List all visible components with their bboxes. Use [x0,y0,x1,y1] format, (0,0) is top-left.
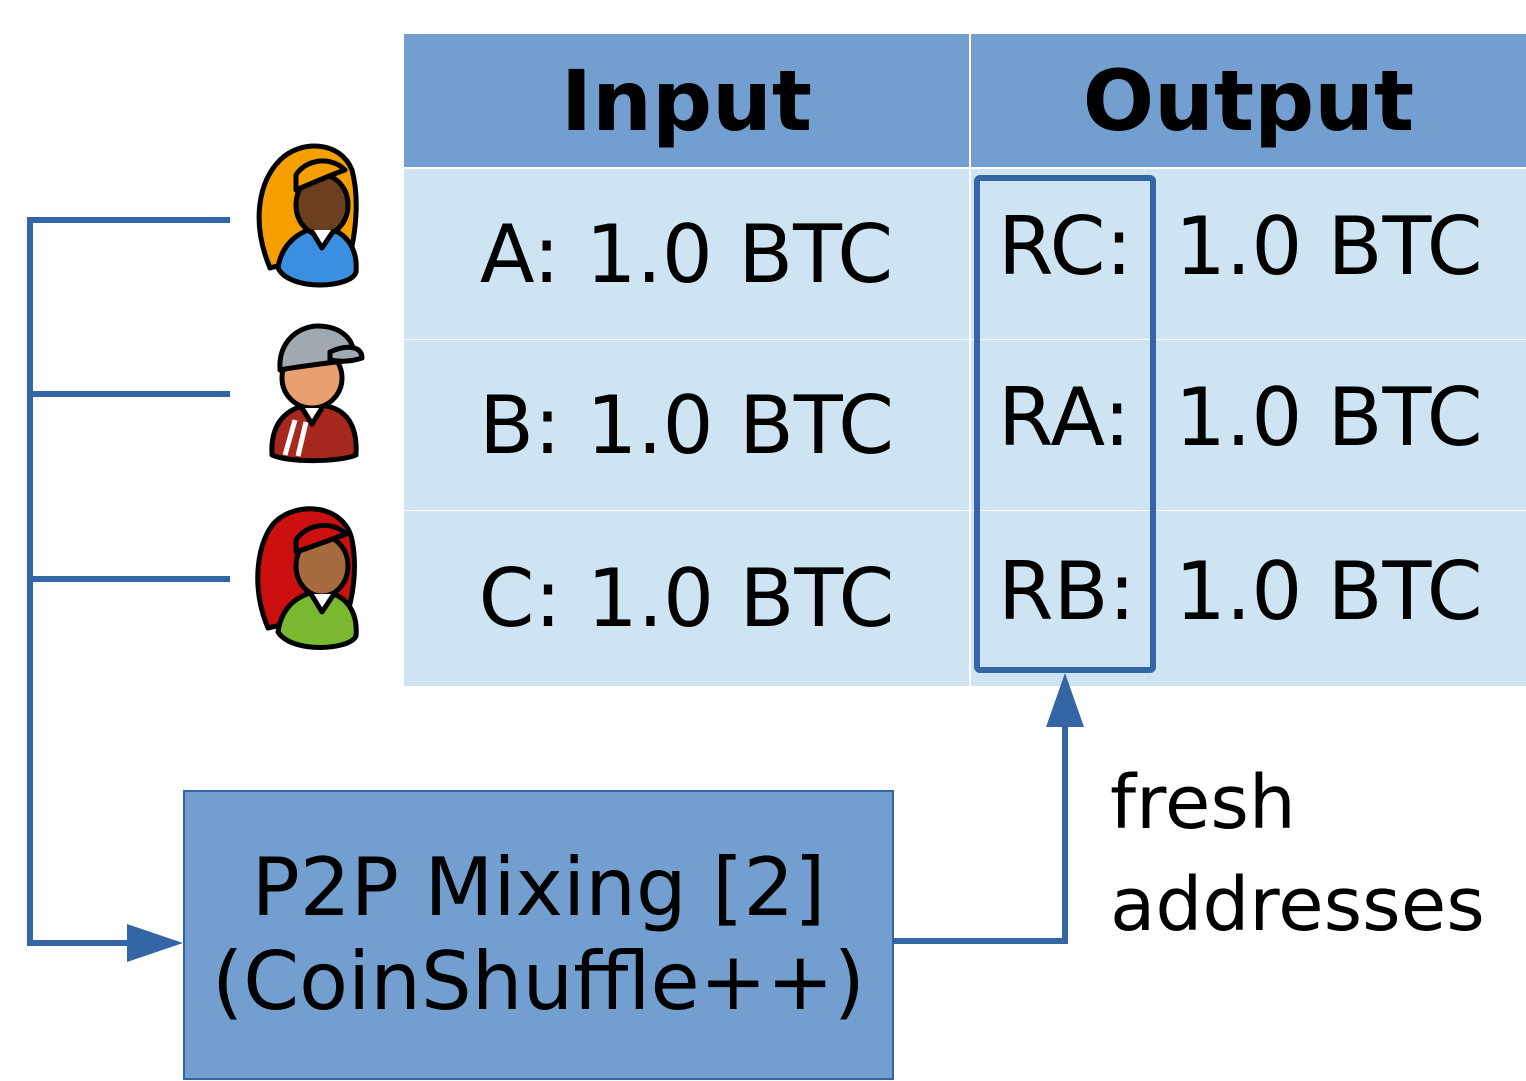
address-highlight-box [974,175,1156,673]
input-cell-a: A: 1.0 BTC [404,169,969,339]
fresh-label-line1: fresh [1110,760,1296,846]
output-address-ra: RA: [998,371,1131,464]
output-amount-2: 1.0 BTC [1175,371,1483,464]
output-row-3 [971,511,1526,686]
fresh-addresses-label: fresh addresses [1110,752,1485,956]
user-woman-red-hair-icon [255,506,359,650]
output-amount-1: 1.0 BTC [1175,200,1483,293]
table-header-output: Output [971,34,1526,167]
input-cell-c: C: 1.0 BTC [404,511,969,686]
output-row-2 [971,340,1526,510]
output-amount-3: 1.0 BTC [1175,545,1483,638]
table-header-input: Input [404,34,969,167]
user-woman-orange-hair-icon [256,143,359,288]
p2p-mixing-box: P2P Mixing [2] (CoinShuffle++) [183,790,894,1080]
output-address-rb: RB: [998,545,1136,638]
mixing-subtitle: (CoinShuffle++) [212,935,865,1028]
input-cell-b: B: 1.0 BTC [404,340,969,510]
fresh-label-line2: addresses [1110,862,1485,949]
arrowhead-into-mixing [127,924,183,962]
connector-output-line [894,715,1068,944]
output-row-1 [971,169,1526,339]
arrowhead-to-addresses [1046,673,1084,727]
output-address-rc: RC: [998,200,1133,293]
user-man-gray-cap-icon [269,323,365,464]
mixing-title: P2P Mixing [2] [251,840,826,934]
